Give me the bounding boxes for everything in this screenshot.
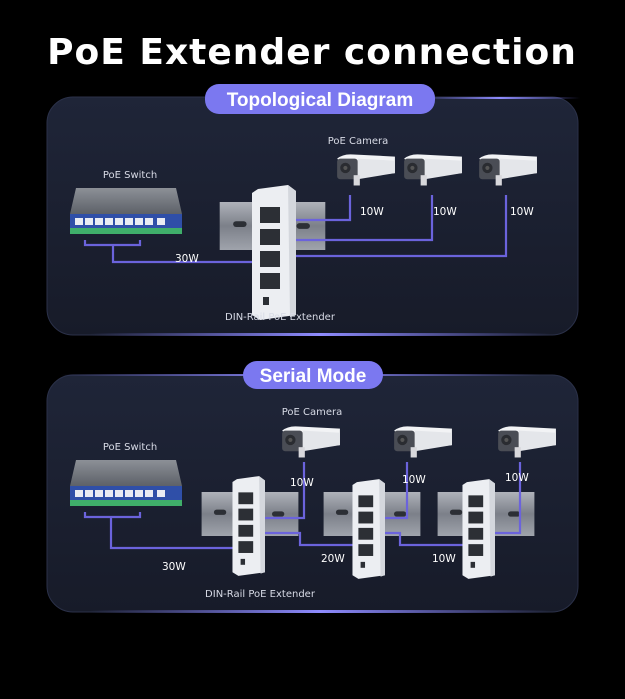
poe-switch-icon — [70, 188, 182, 234]
extender-label: DIN-Rail PoE Extender — [205, 589, 316, 600]
din-rail-extender-icon — [462, 479, 495, 579]
heading-pill — [243, 361, 383, 389]
link-power-label: 10W — [432, 553, 456, 565]
heading-glow — [420, 97, 580, 99]
din-rail-extender-icon — [252, 185, 296, 320]
panel-glow — [90, 610, 550, 613]
camera-power-label: 10W — [510, 206, 534, 218]
page-title: PoE Extender connection — [47, 32, 577, 73]
cable-switch-to-extender-1 — [109, 517, 244, 550]
cable-to-camera-1 — [250, 462, 306, 520]
camera-label: PoE Camera — [328, 136, 389, 147]
camera-power-label: 10W — [290, 477, 314, 489]
panel-heading: Topological Diagram — [227, 90, 414, 111]
camera-power-label: 10W — [402, 474, 426, 486]
switch-label: PoE Switch — [103, 442, 157, 453]
switch-label: PoE Switch — [103, 170, 157, 181]
input-power-label: 30W — [175, 253, 199, 265]
cable — [83, 512, 142, 519]
cable-to-camera-3 — [270, 195, 508, 258]
input-power-label: 30W — [162, 561, 186, 573]
extender-label: DIN-Rail PoE Extender — [225, 312, 336, 323]
cable-extender-1-to-2 — [250, 531, 364, 547]
topological-panel: Topological Diagram PoE Switch PoE Camer… — [46, 84, 580, 336]
panel-heading: Serial Mode — [260, 366, 367, 387]
camera-label: PoE Camera — [282, 407, 343, 418]
poe-switch-icon — [70, 460, 182, 506]
din-rail-extender-icon — [232, 476, 265, 576]
link-power-label: 20W — [321, 553, 345, 565]
camera-power-label: 10W — [505, 472, 529, 484]
din-rail-extender-icon — [352, 479, 385, 579]
camera-power-label: 10W — [360, 206, 384, 218]
heading-pill — [205, 84, 435, 114]
serial-panel: Serial Mode PoE Switch PoE Camera 10W 10… — [46, 361, 579, 613]
cable-switch-to-extender — [111, 245, 262, 264]
panel-glow — [90, 333, 550, 336]
camera-power-label: 10W — [433, 206, 457, 218]
cable-to-camera-1 — [270, 195, 352, 222]
cable-to-camera-2 — [270, 195, 434, 242]
